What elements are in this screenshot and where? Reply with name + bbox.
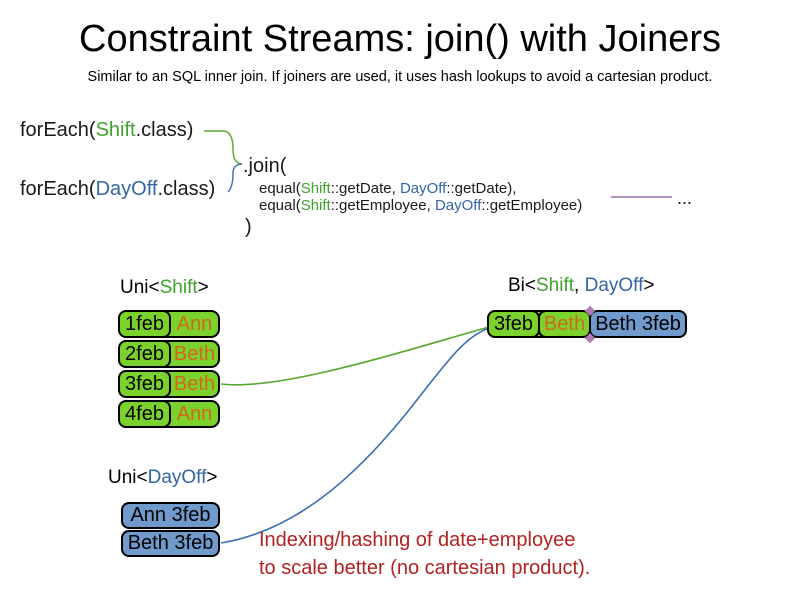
indexing-note-line2: to scale better (no cartesian product). xyxy=(259,557,591,579)
shift-employee-cell: Beth xyxy=(173,342,216,365)
code-text: forEach( xyxy=(20,178,96,200)
bi-shift-date-cell: 3feb xyxy=(487,310,540,338)
label-text: > xyxy=(206,467,218,488)
label-text: > xyxy=(197,277,209,298)
dayoff-class-token: DayOff xyxy=(399,180,447,197)
code-text: ::getEmployee, xyxy=(330,197,435,214)
dayoff-type-token: DayOff xyxy=(147,467,207,488)
brace-dayoff-line xyxy=(227,163,243,193)
uni-shift-label: Uni<Shift> xyxy=(120,276,209,299)
shift-row: 2feb Beth xyxy=(118,340,220,368)
dayoff-class-token: DayOff xyxy=(434,197,482,214)
bi-label: Bi<Shift, DayOff> xyxy=(508,274,654,297)
page-title: Constraint Streams: join() with Joiners xyxy=(79,18,721,60)
code-join-close: ) xyxy=(245,216,252,238)
shift-date-cell: 2feb xyxy=(118,340,171,368)
label-text: Uni< xyxy=(108,467,148,488)
code-equal-date: equal(Shift::getDate, DayOff::getDate), xyxy=(259,180,516,198)
shift-employee-cell: Beth xyxy=(173,372,216,395)
shift-to-bi-line xyxy=(220,326,490,386)
code-text: .class) xyxy=(157,178,216,200)
shift-date-cell: 1feb xyxy=(118,310,171,338)
code-foreach-dayoff: forEach(DayOff.class) xyxy=(20,177,215,201)
label-text: Bi< xyxy=(508,275,536,296)
uni-dayoff-label: Uni<DayOff> xyxy=(108,466,218,489)
shift-class-token: Shift xyxy=(300,180,331,197)
code-foreach-shift: forEach(Shift.class) xyxy=(20,118,193,142)
dayoff-row: Ann 3feb xyxy=(121,502,220,529)
dayoff-row: Beth 3feb xyxy=(121,530,220,557)
shift-type-token: Shift xyxy=(159,277,198,298)
code-text: forEach( xyxy=(20,119,96,141)
shift-type-token: Shift xyxy=(536,275,575,296)
label-text: > xyxy=(643,275,655,296)
shift-date-cell: 3feb xyxy=(118,370,171,398)
code-equal-employee: equal(Shift::getEmployee, DayOff::getEmp… xyxy=(259,197,582,215)
dayoff-class-token: DayOff xyxy=(95,178,158,200)
shift-employee-cell: Ann xyxy=(176,402,213,425)
code-join-open: .join( xyxy=(243,155,287,177)
shift-row: 1feb Ann xyxy=(118,310,220,338)
code-text: ::getDate, xyxy=(330,180,400,197)
label-text: Uni< xyxy=(120,277,160,298)
shift-class-token: Shift xyxy=(95,119,136,141)
code-text: equal( xyxy=(259,180,301,197)
shift-date-cell: 4feb xyxy=(118,400,171,428)
shift-employee-cell: Ann xyxy=(176,312,213,335)
label-text: , xyxy=(574,275,585,296)
subtitle: Similar to an SQL inner join. If joiners… xyxy=(87,69,713,85)
shift-row: 3feb Beth xyxy=(118,370,220,398)
shift-class-token: Shift xyxy=(300,197,331,214)
bi-shift-cell: 3feb Beth xyxy=(487,310,591,338)
dayoff-type-token: DayOff xyxy=(584,275,644,296)
indexing-note: Indexing/hashing of date+employee to sca… xyxy=(259,526,590,582)
shift-row: 4feb Ann xyxy=(118,400,220,428)
more-joiners-ellipsis: ... xyxy=(677,188,693,208)
bi-dayoff-cell: Beth 3feb xyxy=(589,310,687,338)
code-text: ::getEmployee) xyxy=(481,197,583,214)
code-text: .class) xyxy=(135,119,194,141)
indexing-note-line1: Indexing/hashing of date+employee xyxy=(259,529,576,551)
code-text: equal( xyxy=(259,197,301,214)
dayoff-to-bi-line xyxy=(220,327,490,544)
bi-shift-employee-cell: Beth xyxy=(538,310,591,338)
brace-shift-line xyxy=(204,130,243,165)
code-text: ::getDate), xyxy=(446,180,517,197)
